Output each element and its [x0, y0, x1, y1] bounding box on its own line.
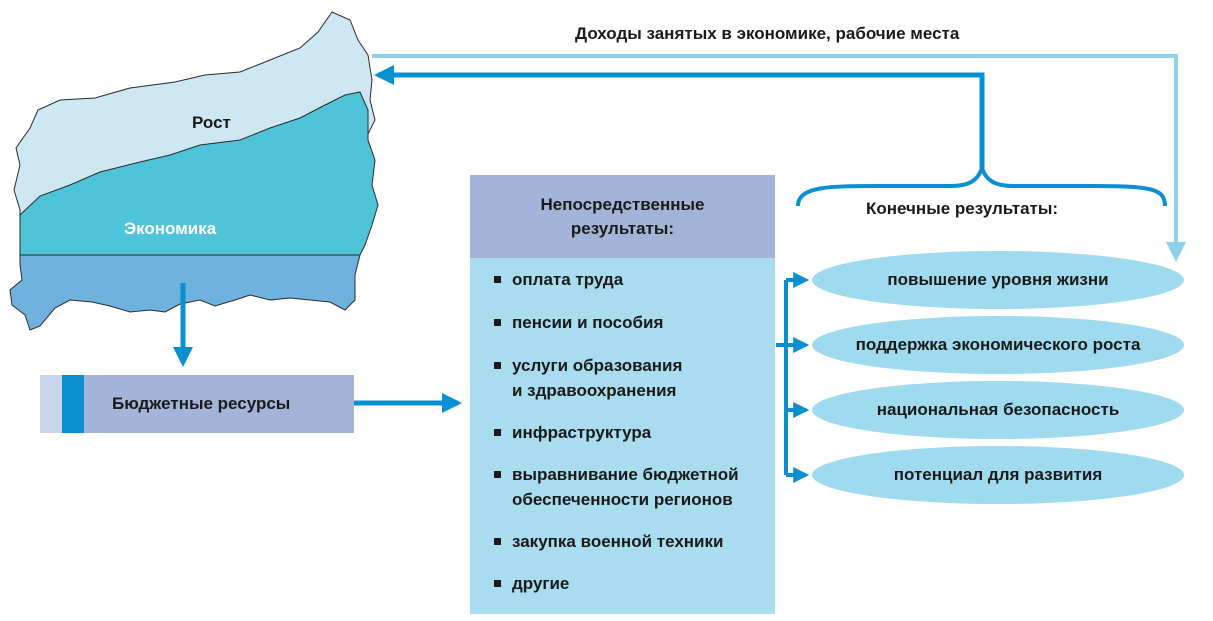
- final-result-living-standard: повышение уровня жизни: [812, 251, 1184, 309]
- list-item: другие: [492, 571, 772, 596]
- distribution-bracket: [776, 272, 810, 483]
- final-result-development-potential: потенциал для развития: [812, 446, 1184, 504]
- list-item: закупка военной техники: [492, 529, 772, 554]
- map-economy-layer: [19, 91, 379, 256]
- list-item: выравнивание бюджетной обеспеченности ре…: [492, 462, 772, 512]
- direct-results-list: оплата труда пенсии и пособия услуги обр…: [492, 267, 772, 596]
- list-item: пенсии и пособия: [492, 310, 772, 335]
- budget-resources-label: Бюджетные ресурсы: [112, 394, 291, 413]
- final-result-national-security: национальная безопасность: [812, 381, 1184, 439]
- direct-results-header: Непосредственные результаты:: [470, 175, 775, 258]
- final-results-brace: [796, 161, 1167, 207]
- arrow-final-to-map: [374, 65, 985, 168]
- direct-results-title-line2: результаты:: [570, 218, 675, 238]
- budget-strip-dark: [62, 375, 84, 433]
- growth-label: Рост: [192, 113, 231, 132]
- economy-label: Экономика: [124, 219, 217, 238]
- final-results-title: Конечные результаты:: [866, 199, 1059, 218]
- direct-results-box: Непосредственные результаты: оплата труд…: [470, 175, 775, 614]
- arrow-top-flow-light: [372, 54, 1186, 262]
- budget-strip-light: [40, 375, 62, 433]
- russia-map: [9, 11, 379, 331]
- list-item: оплата труда: [492, 267, 772, 292]
- direct-results-title-line1: Непосредственные: [540, 194, 705, 214]
- top-flow-label: Доходы занятых в экономике, рабочие мест…: [575, 24, 960, 43]
- final-result-economic-growth: поддержка экономического роста: [812, 316, 1184, 374]
- list-item: инфраструктура: [492, 420, 772, 445]
- list-item: услуги образования и здравоохранения: [492, 353, 772, 403]
- budget-resources-box: Бюджетные ресурсы: [40, 375, 354, 433]
